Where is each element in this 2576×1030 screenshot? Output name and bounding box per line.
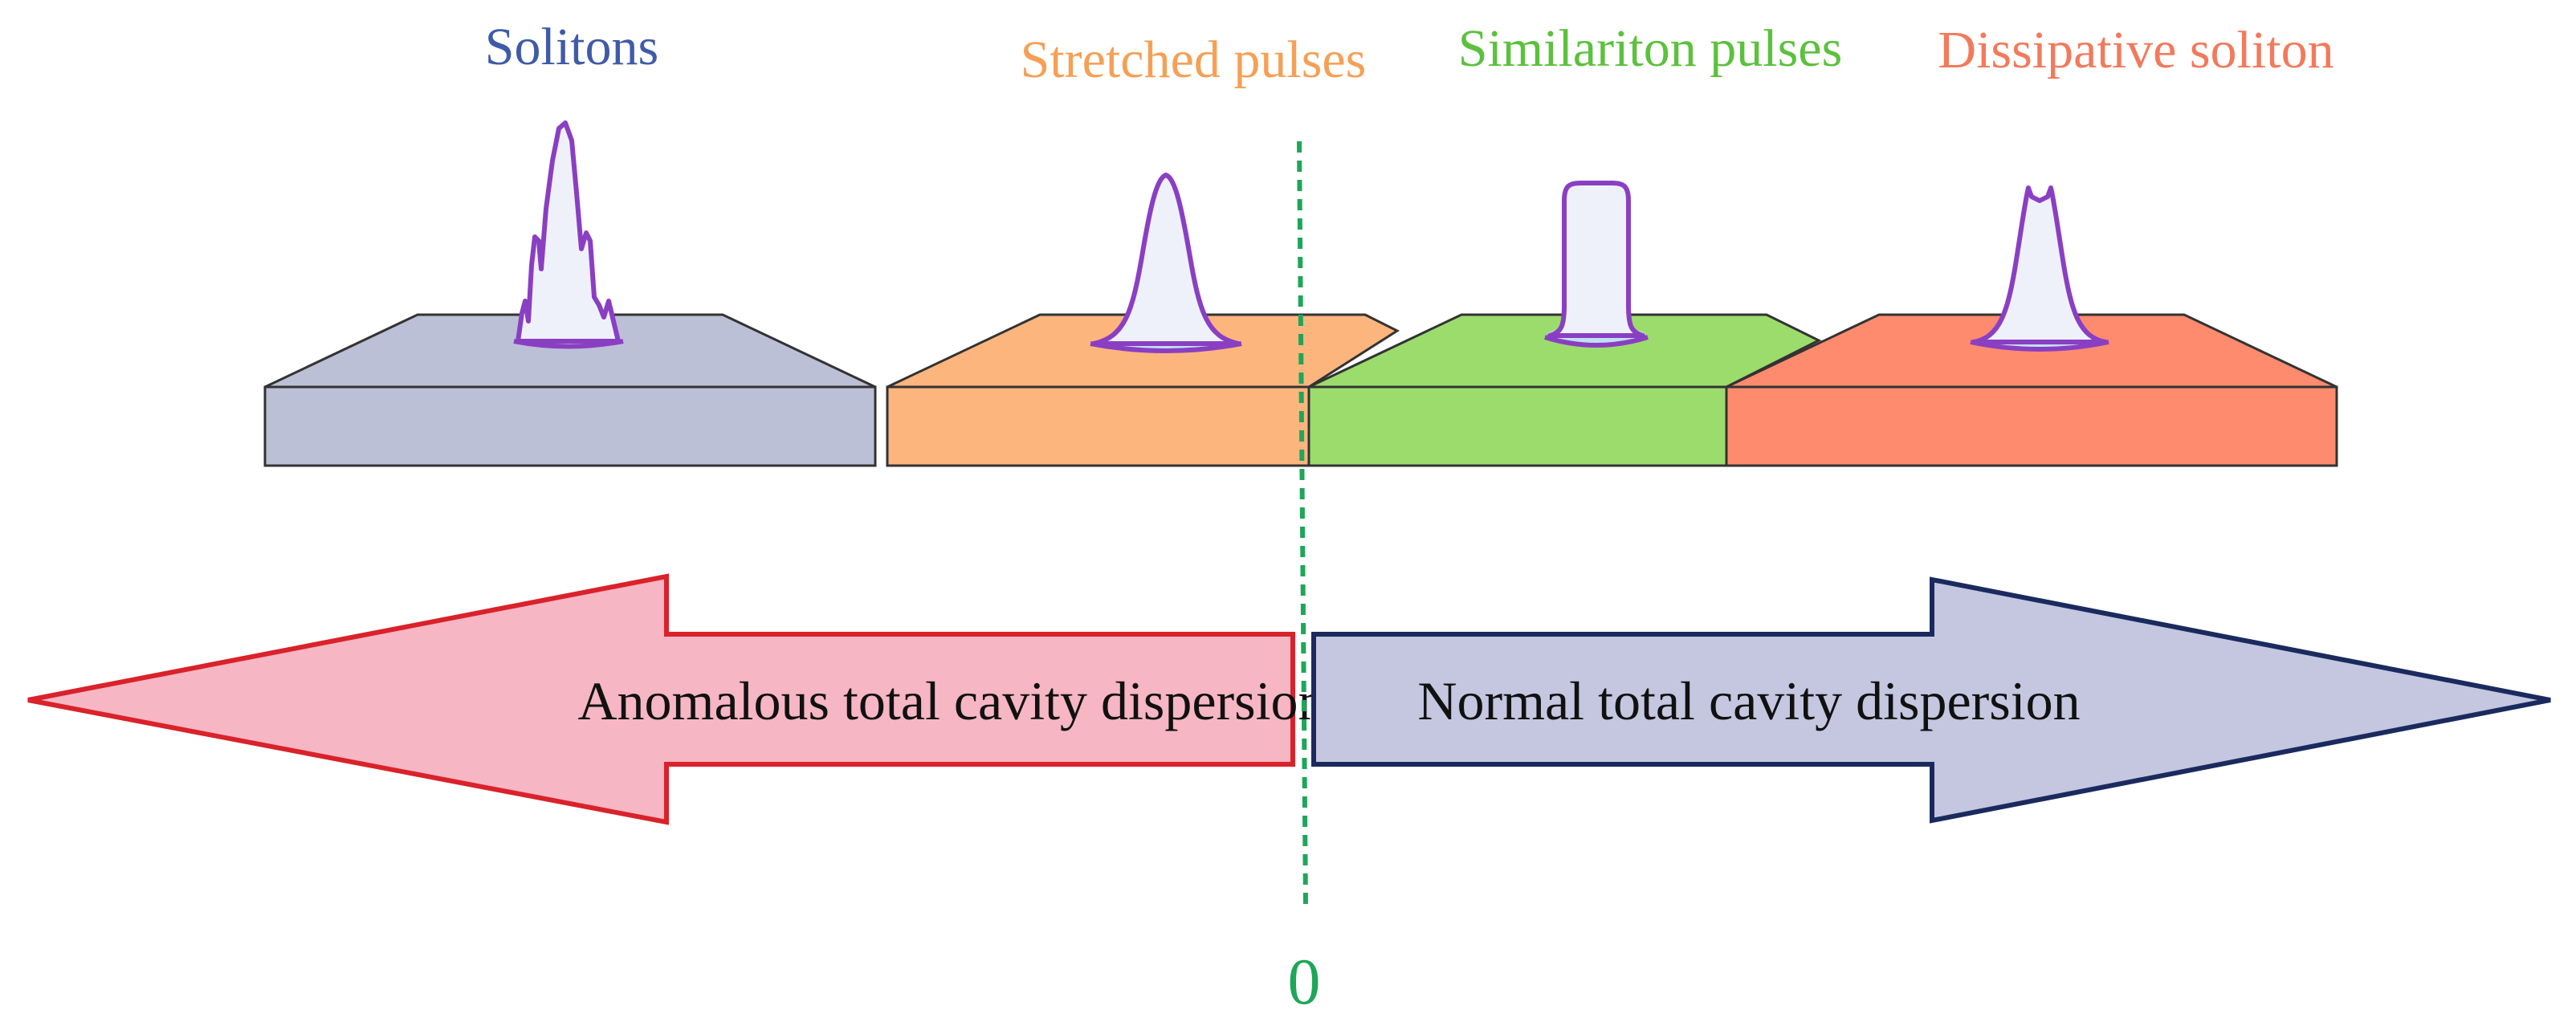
pulse-stretched [1090,173,1242,353]
label-similariton-pulses: Similariton pulses [1458,19,1843,78]
slab-solitons [263,313,877,467]
pulse-similariton [1544,181,1649,348]
arrow-normal-dispersion: Normal total cavity dispersion [1311,576,2551,824]
slab-stretched-pulses [886,313,1400,467]
zero-label: 0 [1288,945,1321,1018]
arrow-anomalous-dispersion: Anomalous total cavity dispersion [27,573,1326,825]
pulse-dissipative [1970,185,2109,352]
label-stretched-pulses: Stretched pulses [1021,31,1367,89]
label-dissipative-soliton: Dissipative soliton [1938,21,2333,79]
label-normal-dispersion: Normal total cavity dispersion [1417,670,2080,731]
label-solitons: Solitons [485,18,658,76]
label-anomalous-dispersion: Anomalous total cavity dispersion [577,670,1325,731]
slab-similariton-pulses [1307,313,1822,467]
pulse-solitons [513,120,624,349]
zero-dispersion-line [1297,140,1308,908]
